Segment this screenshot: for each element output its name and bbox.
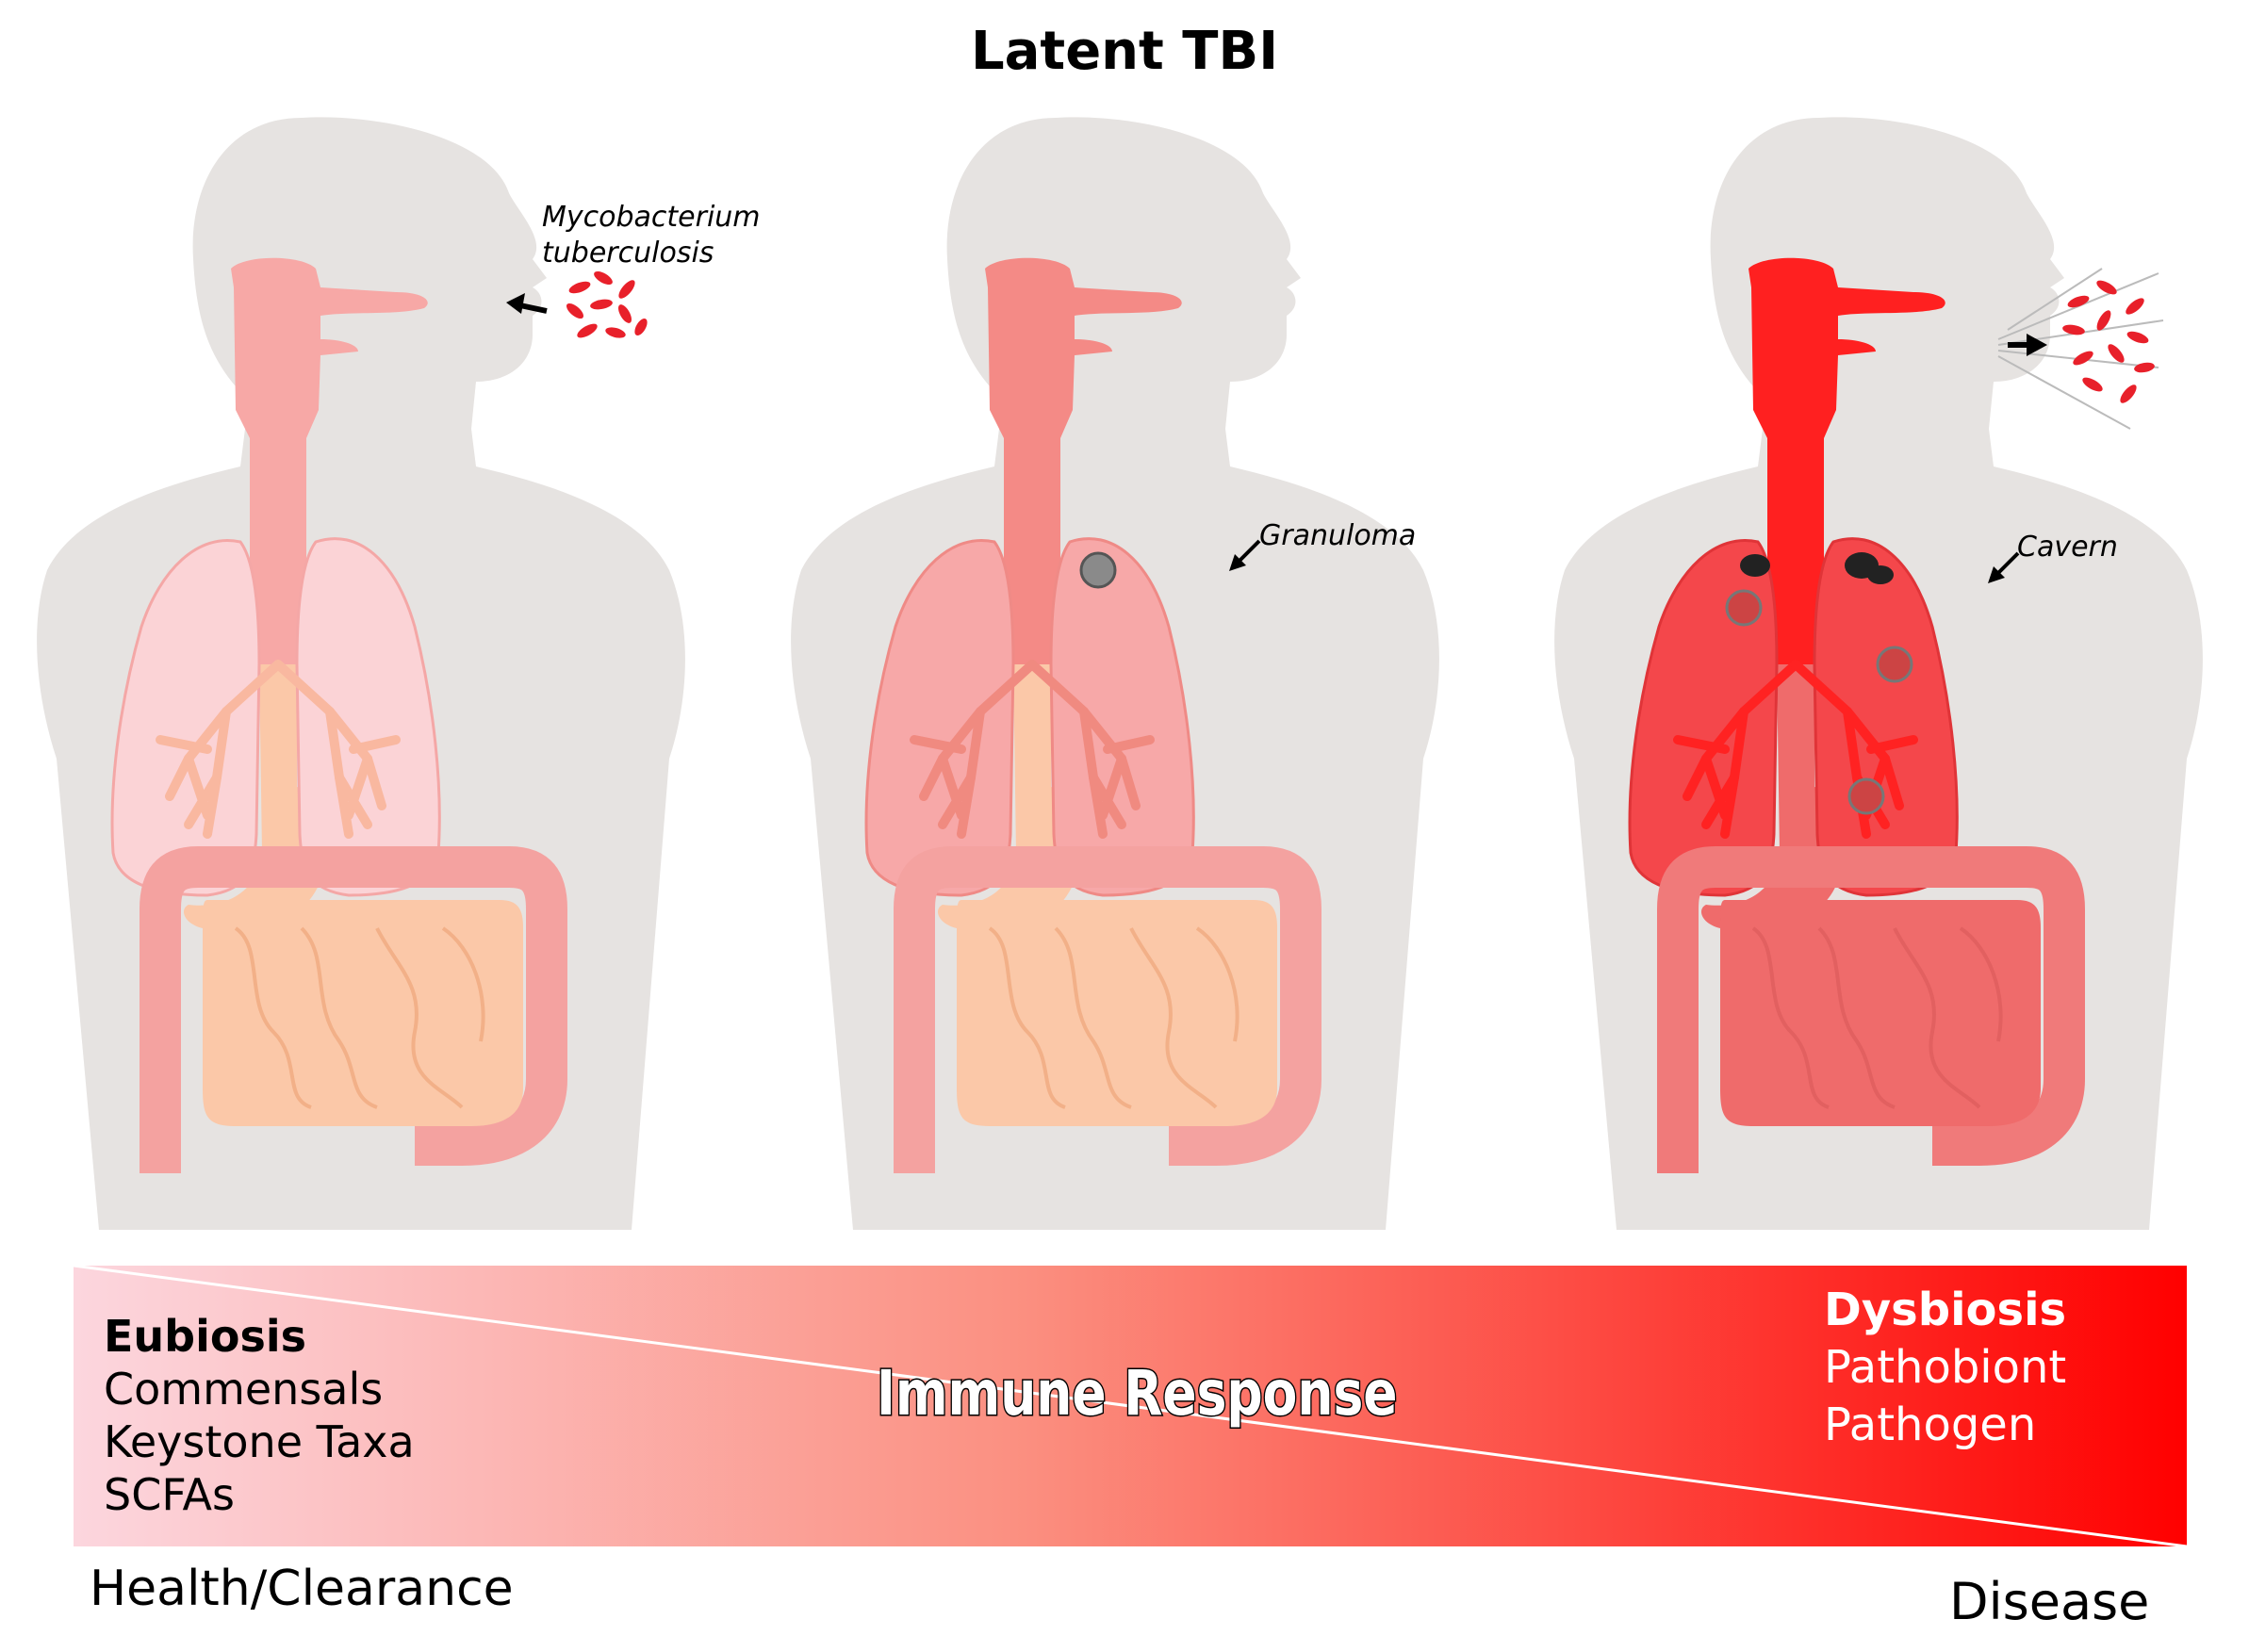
- bronchus: [938, 773, 976, 829]
- body-figure-healthy: [37, 117, 685, 1231]
- bronchus: [1103, 735, 1155, 754]
- airway: [985, 257, 1182, 664]
- intestine-coil: [1751, 926, 1830, 1109]
- health-clearance-label: Health/Clearance: [90, 1561, 514, 1617]
- annotation-cavern: Cavern: [2017, 531, 2118, 564]
- bronchus: [165, 660, 283, 801]
- dysbiosis-heading: Dysbiosis: [1824, 1284, 2067, 1336]
- intestine-coil: [1195, 926, 1239, 1042]
- bronchus: [273, 660, 386, 810]
- eubiosis-item: SCFAs: [104, 1469, 235, 1520]
- granuloma-lesion: [1876, 646, 1913, 683]
- granuloma-arrow-icon: [1229, 539, 1261, 571]
- annotation-line: Mycobacterium: [542, 201, 761, 234]
- small-intestine: [1720, 900, 2041, 1126]
- granuloma-lesion: [1079, 551, 1117, 589]
- lung-left: [110, 539, 261, 897]
- large-intestine: [894, 846, 1321, 1173]
- eubiosis-list: Eubiosis Commensals Keystone Taxa SCFAs: [104, 1310, 415, 1521]
- bronchus: [1866, 735, 1918, 754]
- bronchus: [910, 735, 966, 754]
- intestine-coil: [1817, 926, 1896, 1109]
- intestine-coil: [441, 926, 485, 1042]
- cavern-lesion: [1740, 554, 1770, 577]
- intestine-coils: [1751, 926, 2003, 1109]
- bronchus: [1673, 735, 1730, 754]
- intestine-coil: [1054, 926, 1132, 1109]
- bronchus: [1027, 660, 1141, 810]
- bronchus: [1701, 773, 1739, 829]
- bronchus: [184, 773, 222, 829]
- intestine-coil: [375, 927, 464, 1109]
- large-intestine: [1657, 846, 2085, 1173]
- small-intestine: [957, 900, 1277, 1126]
- intestine-coils: [988, 926, 1239, 1109]
- bronchus: [1089, 773, 1126, 829]
- bronchus: [1683, 660, 1800, 801]
- annotation-granuloma: Granuloma: [1259, 519, 1417, 552]
- immune-response-label: Immune Response: [876, 1356, 1399, 1431]
- bronchus: [335, 773, 372, 829]
- body-figure-disease: [1554, 117, 2203, 1231]
- eubiosis-item: Keystone Taxa: [104, 1416, 415, 1467]
- bronchus: [349, 735, 401, 754]
- granuloma-lesion: [1725, 589, 1763, 627]
- small-intestine: [203, 900, 523, 1126]
- dysbiosis-list: Dysbiosis Pathobiont Pathogen: [1824, 1282, 2066, 1454]
- intestine-coil: [1959, 926, 2003, 1042]
- diagonal-line: [74, 1266, 2187, 1546]
- cavern-lesion: [1867, 565, 1894, 584]
- large-intestine: [140, 846, 567, 1173]
- cavern-arrow-icon: [1988, 551, 2020, 583]
- bronchus: [919, 660, 1037, 801]
- dysbiosis-item: Pathobiont: [1824, 1341, 2067, 1394]
- bronchus: [1791, 660, 1904, 810]
- airway: [231, 257, 428, 664]
- intestine-coil: [988, 926, 1066, 1109]
- intestine-coil: [234, 926, 312, 1109]
- bronchi: [910, 660, 1155, 839]
- lung-left: [864, 539, 1015, 897]
- figure-title: Latent TBI: [970, 21, 1279, 82]
- airway: [1748, 257, 1945, 664]
- eubiosis-heading: Eubiosis: [104, 1311, 306, 1362]
- dysbiosis-item: Pathogen: [1824, 1398, 2037, 1451]
- intestine-coil: [1893, 927, 1981, 1109]
- eubiosis-item: Commensals: [104, 1364, 384, 1415]
- bronchi: [156, 660, 401, 839]
- bronchus: [156, 735, 212, 754]
- bacteria-inhaled-icon: [506, 271, 648, 338]
- gradient-svg: [74, 1266, 2187, 1546]
- immune-gradient-bar: [74, 1266, 2187, 1546]
- bacteria-exhaled-icon: [1997, 268, 2164, 430]
- granuloma-lesion: [1847, 777, 1885, 815]
- intestine-coil: [300, 926, 378, 1109]
- disease-label: Disease: [1949, 1572, 2150, 1631]
- annotation-line: tuberculosis: [542, 237, 714, 270]
- lung-left: [1628, 539, 1779, 897]
- body-figure-latent: [791, 117, 1439, 1231]
- annotation-mycobacterium: Mycobacterium tuberculosis: [542, 200, 761, 271]
- intestine-coil: [1129, 927, 1218, 1109]
- intestine-coils: [234, 926, 485, 1109]
